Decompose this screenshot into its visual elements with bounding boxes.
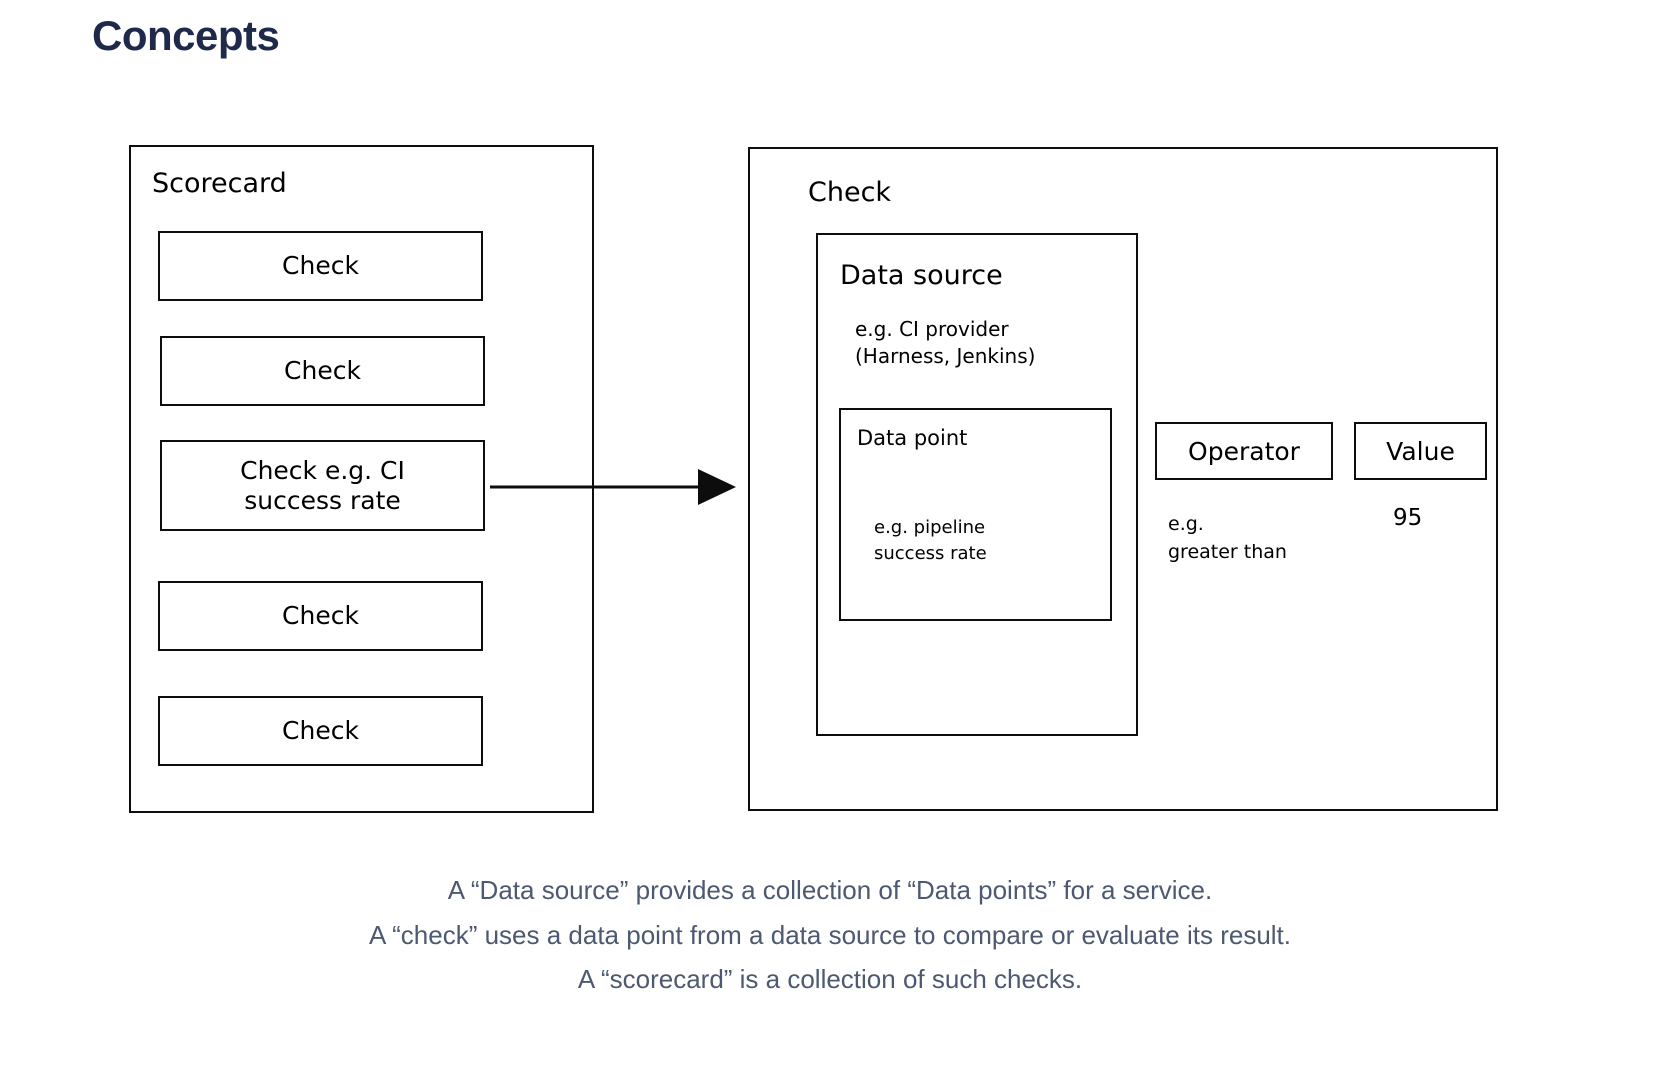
operator-box[interactable]: Operator xyxy=(1155,422,1333,480)
scorecard-check-label-5: Check xyxy=(282,716,359,745)
scorecard-label: Scorecard xyxy=(152,168,287,199)
data-point-label: Data point xyxy=(857,426,968,450)
caption-line-1: A “Data source” provides a collection of… xyxy=(447,875,1213,905)
data-point-container xyxy=(839,408,1112,621)
scorecard-check-item-4[interactable]: Check xyxy=(158,581,483,651)
operator-label: Operator xyxy=(1188,436,1300,466)
operator-example: e.g. greater than xyxy=(1168,513,1287,563)
scorecard-check-label-4: Check xyxy=(282,601,359,630)
value-box[interactable]: Value xyxy=(1354,422,1487,480)
check-label: Check xyxy=(808,177,892,208)
scorecard-check-item-2[interactable]: Check xyxy=(160,336,485,406)
scorecard-check-label-3: Check e.g. CI success rate xyxy=(240,455,405,515)
page-title: Concepts xyxy=(92,12,280,59)
scorecard-check-label-1: Check xyxy=(282,251,359,280)
data-source-example: e.g. CI provider (Harness, Jenkins) xyxy=(855,317,1036,368)
caption: A “Data source” provides a collection of… xyxy=(0,868,1660,1002)
caption-line-2: A “check” uses a data point from a data … xyxy=(368,919,1292,950)
scorecard-check-item-3[interactable]: Check e.g. CI success rate xyxy=(160,440,485,531)
arrow-right-icon xyxy=(490,469,736,505)
scorecard-check-item-5[interactable]: Check xyxy=(158,696,483,766)
caption-line-3: A “scorecard” is a collection of such ch… xyxy=(577,964,1083,995)
value-example: 95 xyxy=(1393,505,1423,531)
scorecard-check-label-2: Check xyxy=(284,356,361,385)
data-source-label: Data source xyxy=(840,260,1003,291)
data-point-example: e.g. pipeline success rate xyxy=(874,517,987,565)
value-label: Value xyxy=(1386,436,1455,466)
scorecard-check-item-1[interactable]: Check xyxy=(158,231,483,301)
